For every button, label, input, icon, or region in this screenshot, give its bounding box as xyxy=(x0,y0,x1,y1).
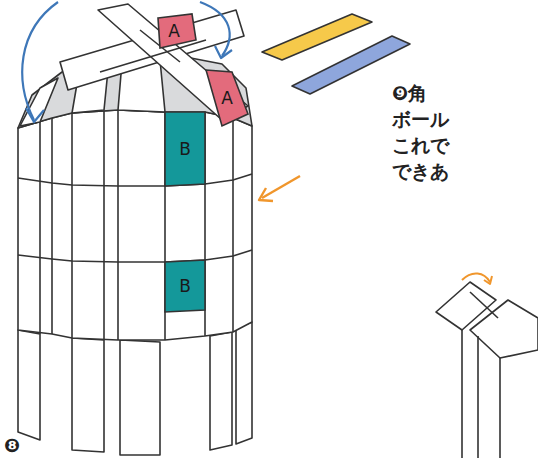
panel-shape xyxy=(165,260,205,312)
yellow-strip xyxy=(262,14,372,60)
panel-letter: B xyxy=(165,260,205,312)
fold-arrow xyxy=(462,273,492,284)
panel-letter: A xyxy=(152,14,196,48)
partial-step-drawing xyxy=(436,282,538,458)
color-panel: A xyxy=(206,70,248,126)
band-line xyxy=(18,250,252,262)
instruction-text: これで xyxy=(392,136,449,155)
panel-letter: A xyxy=(206,70,248,126)
instruction-text: ボール xyxy=(392,110,449,129)
strip-lines xyxy=(40,110,233,340)
tower-body xyxy=(18,110,252,340)
color-panel: B xyxy=(165,260,205,312)
insert-arrow xyxy=(259,176,300,201)
panel-letter: B xyxy=(165,112,205,186)
color-panel: B xyxy=(165,112,205,186)
hanging-strips xyxy=(18,322,252,455)
band-line xyxy=(18,174,252,186)
instruction-text: できあ xyxy=(392,162,449,181)
color-panel: A xyxy=(152,14,196,48)
panel-shape xyxy=(206,70,248,126)
instruction-text: ❾角 xyxy=(392,84,427,103)
panel-shape xyxy=(165,112,205,186)
instruction-text: ❽ xyxy=(4,436,20,455)
fold-arrow xyxy=(22,2,232,122)
